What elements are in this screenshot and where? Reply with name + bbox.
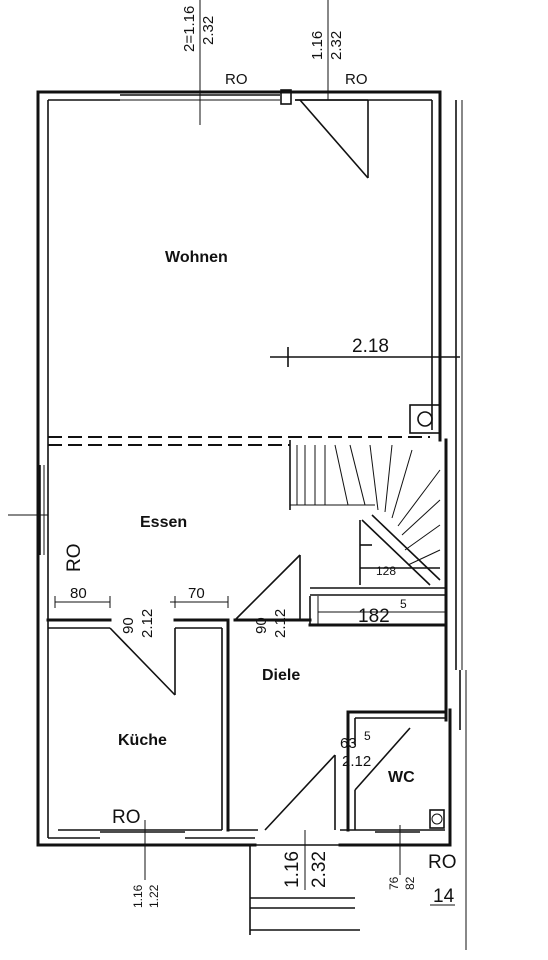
dim-door-diele-b: 2.12 [272,609,289,638]
dim-essen-left: 80 [70,585,87,602]
dim-entry-b: 2.32 [309,851,330,888]
room-label-wohnen: Wohnen [165,249,228,266]
dim-door-kueche-b: 2.12 [139,609,156,638]
dim-top-door-b: 2.32 [328,31,345,60]
toilet-symbol [429,809,445,829]
ro-label-kueche: RO [112,807,141,828]
dim-door-diele-a: 90 [253,617,270,634]
dim-wc-door-b: 2.12 [342,753,371,770]
dim-top-window-a: 2=1.16 [181,6,198,52]
dim-door-kueche-a: 90 [120,617,137,634]
door-swings [109,554,411,831]
ro-label-top-left: RO [225,71,248,88]
room-label-diele: Diele [262,667,300,684]
dimension-line-wohnen [270,347,460,367]
ro-label-left: RO [64,544,85,573]
outer-walls [36,90,467,950]
essen-dimension-lines [54,596,229,608]
dim-wc-window-a: 76 [387,876,401,890]
ro-label-bottom-right: RO [428,852,457,873]
dim-kueche-window-a: 1.16 [131,884,145,908]
dim-wc-door-a: 63 [340,735,357,752]
dim-essen-mid: 70 [188,585,205,602]
dim-entry-a: 1.16 [282,851,303,888]
dim-kueche-window-b: 1.22 [147,884,161,908]
chimney-symbol [409,404,441,434]
room-label-wc: WC [388,769,415,786]
staircase [289,440,445,625]
interior-walls [46,596,447,832]
top-openings [120,0,369,179]
room-label-essen: Essen [140,514,187,531]
dim-wc-window-b: 82 [403,876,417,890]
ro-label-top-right: RO [345,71,368,88]
bottom-windows [100,820,420,880]
dim-wohnen-width: 2.18 [352,336,389,357]
dim-stair-small: 128 [376,564,396,578]
left-window [8,465,48,555]
dim-level: 14 [433,886,455,907]
dim-top-window-b: 2.32 [200,16,217,45]
dim-top-door-a: 1.16 [309,31,326,60]
dim-stair-sup: 5 [400,597,407,611]
dim-stair: 182 [358,606,390,627]
dim-wc-door-sup: 5 [364,729,371,743]
room-label-kueche: Küche [118,732,167,749]
entry-steps [249,830,360,935]
